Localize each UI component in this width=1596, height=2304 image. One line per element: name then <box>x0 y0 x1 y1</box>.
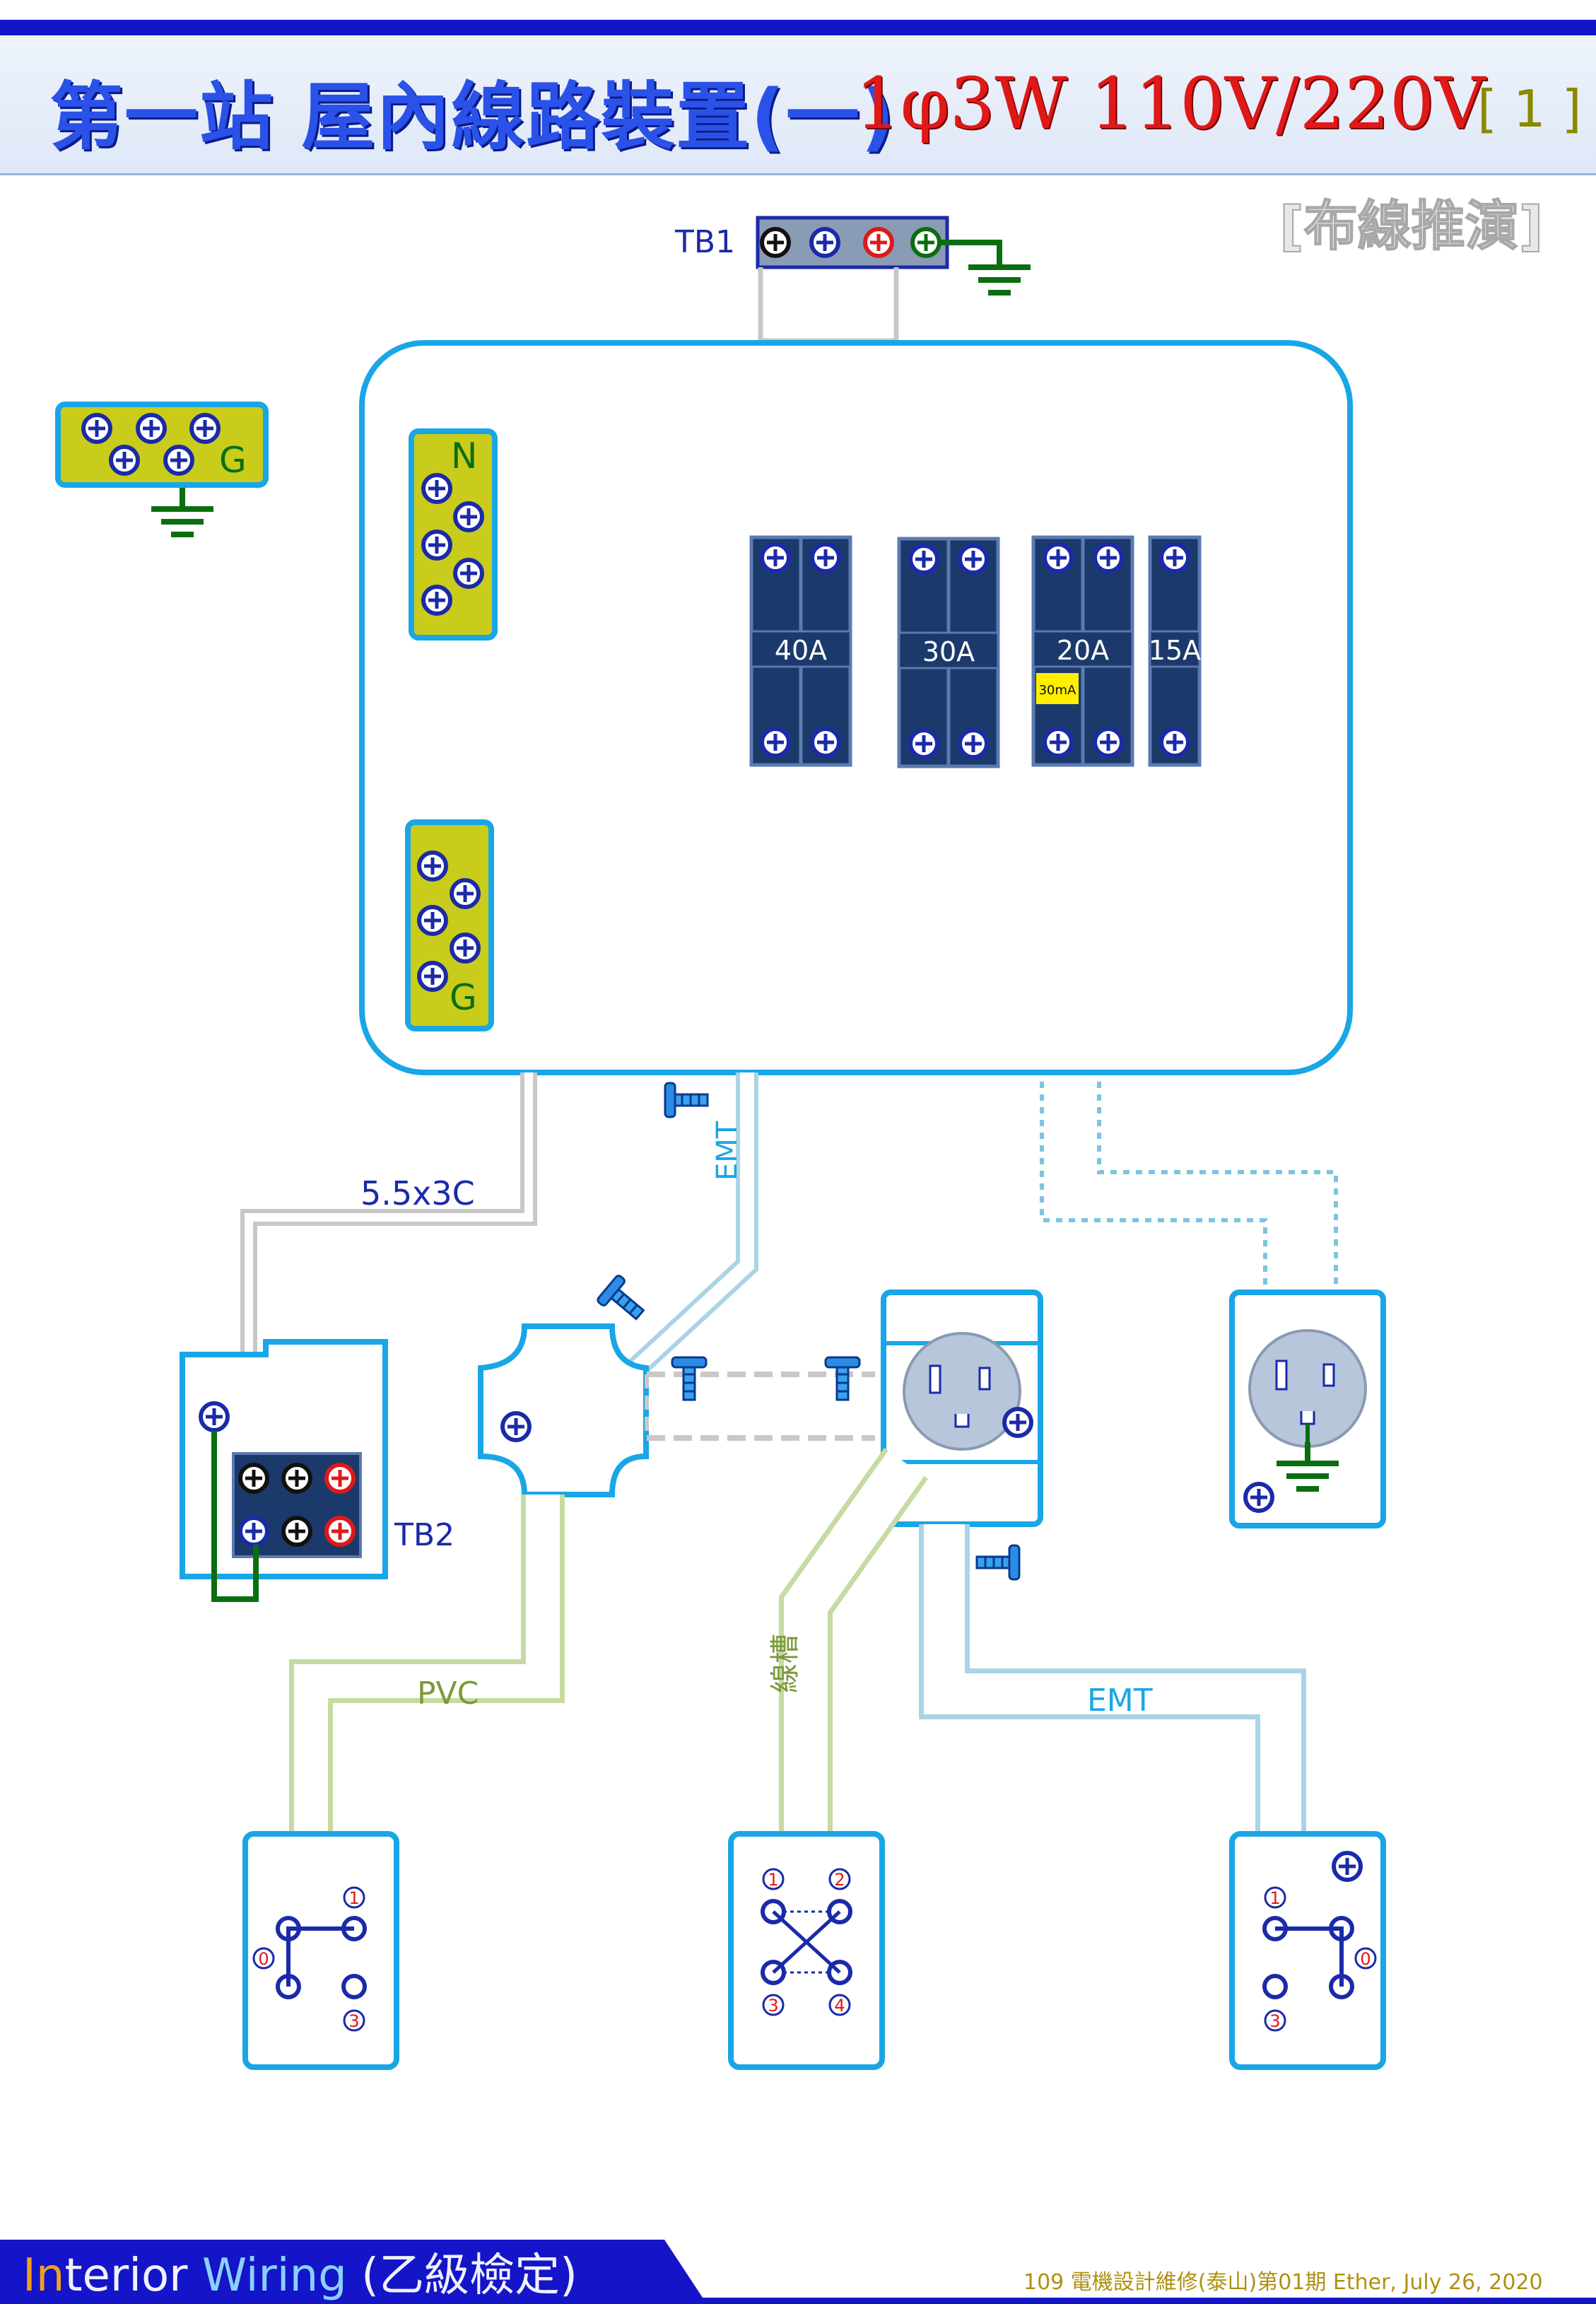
emt-connector-screw-icon <box>664 1082 709 1118</box>
terminal-number: 0 <box>258 1949 269 1969</box>
page-subtitle: [布線推演] <box>1279 194 1544 258</box>
ground-symbol-icon <box>968 246 1031 293</box>
page-number: [ 1 ] <box>1477 79 1582 139</box>
tb1-label: TB1 <box>674 224 735 260</box>
switch-right: 1 0 3 <box>1229 1831 1386 2070</box>
ground-symbol-icon <box>151 488 213 534</box>
terminal-number: 0 <box>1360 1949 1371 1969</box>
screw-terminal-icon <box>811 229 838 256</box>
distribution-panel <box>359 340 1353 1075</box>
external-ground-label: G <box>219 440 247 481</box>
emt-connector-screw-icon <box>975 1544 1021 1581</box>
terminal-number: 1 <box>1269 1888 1280 1908</box>
terminal-number: 1 <box>348 1888 359 1908</box>
emt-connector-screw-icon <box>671 1356 708 1401</box>
receptacle-box-1 <box>881 1290 1043 1527</box>
panel-ground-bus: G <box>405 819 494 1031</box>
panel-ground-label: G <box>450 977 477 1018</box>
emt-connector-screw-icon <box>824 1356 861 1401</box>
breaker-rating: 20A <box>1057 635 1109 666</box>
trough-label: 線槽 <box>768 1634 802 1693</box>
tb1-terminal-block <box>756 216 1031 293</box>
breaker-40a: 40A <box>749 535 852 767</box>
page-title: 第一站 屋內線路裝置(一) <box>49 74 896 160</box>
tb2-label: TB2 <box>394 1517 454 1553</box>
external-ground-bus: G <box>55 402 269 534</box>
emt-connector-screw-icon <box>595 1273 652 1329</box>
screw-terminal-icon <box>865 229 892 256</box>
footer-left: Interior Wiring (乙級檢定) <box>23 2250 577 2302</box>
terminal-number: 1 <box>768 1870 778 1890</box>
footer-right: 109 電機設計維修(泰山)第01期 Ether, July 26, 2020 <box>1023 2270 1543 2295</box>
header-banner <box>0 20 1596 175</box>
screw-terminal-icon <box>913 229 939 256</box>
terminal-number: 3 <box>768 1996 778 2016</box>
junction-box <box>478 1323 649 1497</box>
switch-middle: 1 2 3 4 <box>728 1831 885 2070</box>
breaker-rating: 40A <box>775 635 827 666</box>
terminal-number: 3 <box>348 2011 359 2031</box>
neutral-bus: N <box>409 428 498 641</box>
breaker-15a: 15A <box>1148 535 1202 767</box>
breaker-30a: 30A <box>897 537 1000 768</box>
leakage-rating: 30mA <box>1039 683 1076 698</box>
terminal-number: 4 <box>834 1996 845 2016</box>
cable-label: 5.5x3C <box>360 1174 475 1212</box>
breaker-rating: 30A <box>922 636 975 667</box>
switch-left: 1 0 3 <box>242 1831 399 2070</box>
footer-band <box>0 2240 707 2304</box>
screw-terminal-icon <box>762 229 789 256</box>
system-spec: 1φ3W 110V/220V <box>855 62 1486 145</box>
emt-bottom-label: EMT <box>1087 1683 1153 1719</box>
tb2-box <box>180 1339 388 1602</box>
emt-top-label: EMT <box>711 1121 744 1181</box>
receptacle-icon <box>903 1332 1021 1451</box>
terminal-number: 2 <box>834 1870 845 1890</box>
pvc-label: PVC <box>417 1676 479 1712</box>
breaker-rating: 15A <box>1149 635 1201 666</box>
receptacle-box-2 <box>1229 1290 1386 1528</box>
neutral-label: N <box>451 435 477 476</box>
breaker-20a-elcb: 20A 30mA <box>1031 535 1134 767</box>
terminal-number: 3 <box>1269 2011 1280 2031</box>
